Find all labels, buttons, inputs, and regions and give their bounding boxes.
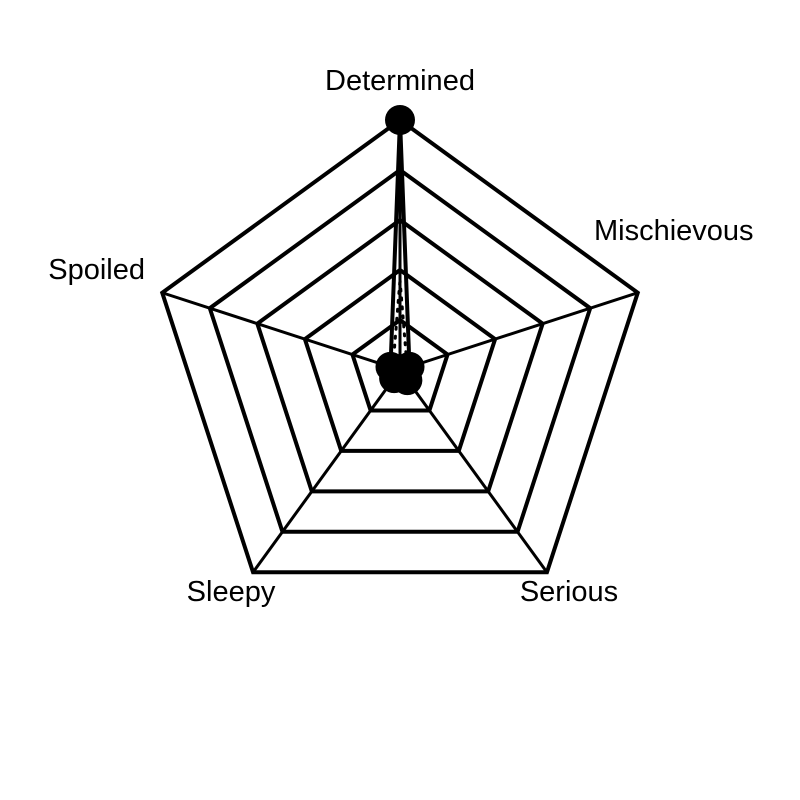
spoke-mischievous [399, 291, 639, 372]
marker-spoiled [375, 351, 406, 382]
axis-label-serious: Serious [520, 576, 618, 608]
marker-determined [385, 105, 415, 135]
axis-label-spoiled: Spoiled [48, 254, 145, 286]
grid-ring-1 [350, 317, 450, 413]
spoke-spoiled [161, 291, 401, 372]
grid-ring-3 [254, 217, 546, 494]
axis-label-sleepy: Sleepy [187, 576, 276, 608]
spoke-sleepy [251, 369, 402, 574]
grid-ring-2 [302, 267, 498, 453]
radar-series [375, 105, 425, 396]
axis-label-mischievous: Mischievous [594, 215, 754, 247]
axis-label-determined: Determined [325, 65, 475, 97]
grid-ring-5 [159, 117, 641, 575]
grid-ring-4 [207, 167, 593, 534]
spoke-serious [398, 369, 549, 574]
radar-axis-labels: Determined Mischievous Serious Sleepy Sp… [48, 65, 753, 608]
radar-grid [159, 117, 641, 575]
radar-spokes [161, 120, 639, 574]
